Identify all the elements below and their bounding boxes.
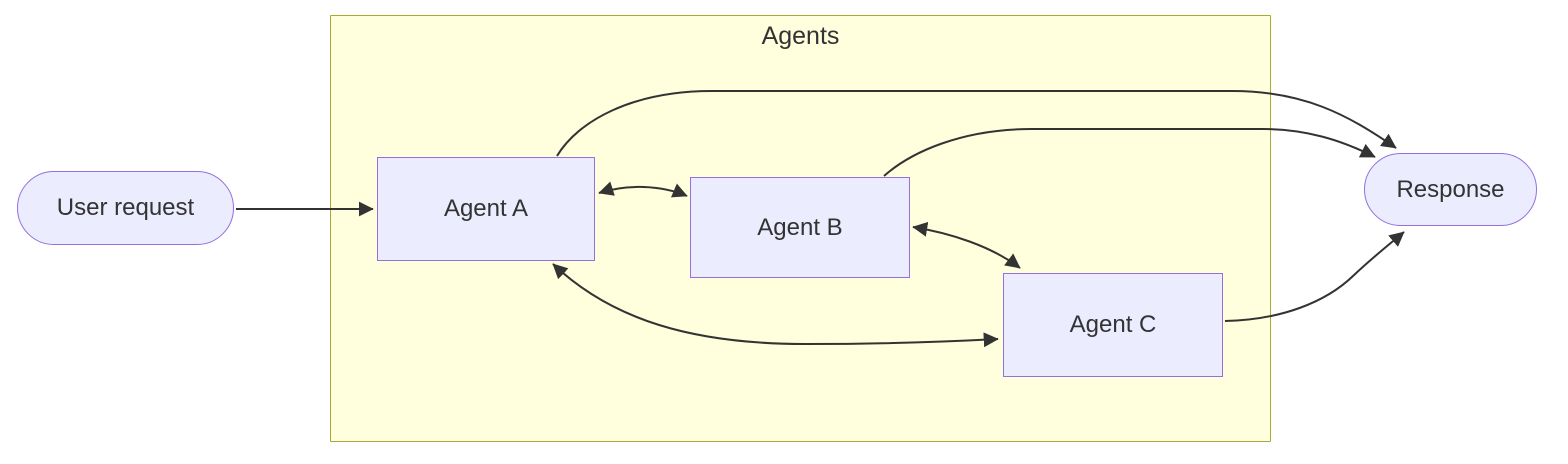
node-agent-c: Agent C — [1003, 273, 1223, 377]
node-response-label: Response — [1396, 175, 1505, 203]
node-user-request: User request — [17, 171, 234, 245]
node-agent-b: Agent B — [690, 177, 910, 278]
node-agent-a: Agent A — [377, 157, 595, 261]
cluster-agents-label: Agents — [761, 22, 840, 50]
node-agent-a-label: Agent A — [443, 195, 529, 222]
node-response: Response — [1364, 153, 1537, 226]
node-user-request-label: User request — [56, 194, 195, 221]
node-agent-c-label: Agent C — [1069, 311, 1157, 338]
node-agent-b-label: Agent B — [757, 213, 843, 241]
